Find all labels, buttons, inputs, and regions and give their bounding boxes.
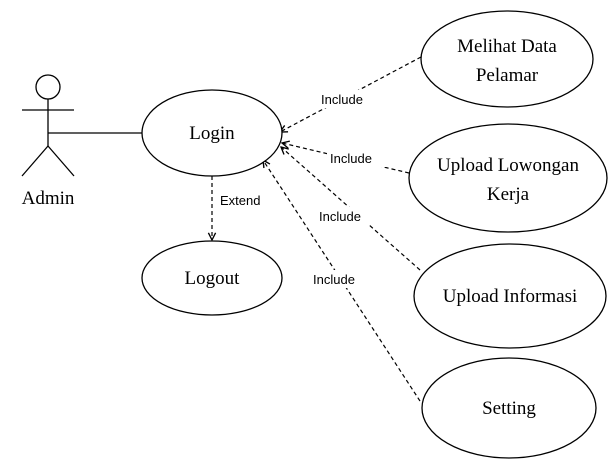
use-case-melihat-data-pelamar-line-2: Pelamar	[476, 65, 539, 86]
relation-label-include-setting: Include	[310, 270, 370, 288]
actor-admin[interactable]: Admin	[21, 74, 75, 209]
actor-left-leg	[21, 145, 49, 177]
svg-text:Extend: Extend	[220, 193, 260, 208]
use-case-upload-lowongan-kerja[interactable]: Upload Lowongan Kerja	[408, 123, 608, 233]
use-case-upload-lowongan-kerja-line-2: Kerja	[487, 184, 530, 205]
actor-label: Admin	[22, 188, 75, 209]
use-case-melihat-data-pelamar-line-1: Melihat Data	[457, 36, 557, 57]
svg-text:Include: Include	[319, 209, 361, 224]
use-case-logout-label: Logout	[185, 268, 241, 289]
use-case-login-label: Login	[189, 123, 235, 144]
use-case-login[interactable]: Login	[141, 89, 283, 177]
actor-head	[35, 74, 61, 100]
svg-text:Include: Include	[313, 272, 355, 287]
use-case-upload-informasi[interactable]: Upload Informasi	[413, 243, 607, 349]
actor-right-leg	[47, 145, 75, 177]
relation-label-include-upload-lowongan: Include	[327, 149, 387, 167]
use-case-melihat-data-pelamar[interactable]: Melihat Data Pelamar	[420, 10, 594, 108]
relation-label-extend: Extend	[217, 191, 267, 209]
use-case-upload-lowongan-kerja-line-1: Upload Lowongan	[437, 155, 579, 176]
relation-label-include-melihat: Include	[318, 90, 370, 108]
use-case-upload-informasi-label: Upload Informasi	[443, 286, 578, 307]
use-case-logout[interactable]: Logout	[141, 240, 283, 316]
relation-label-include-upload-informasi: Include	[316, 207, 376, 225]
svg-text:Include: Include	[330, 151, 372, 166]
svg-text:Include: Include	[321, 92, 363, 107]
use-case-setting-label: Setting	[482, 398, 536, 419]
use-case-setting[interactable]: Setting	[421, 357, 597, 459]
